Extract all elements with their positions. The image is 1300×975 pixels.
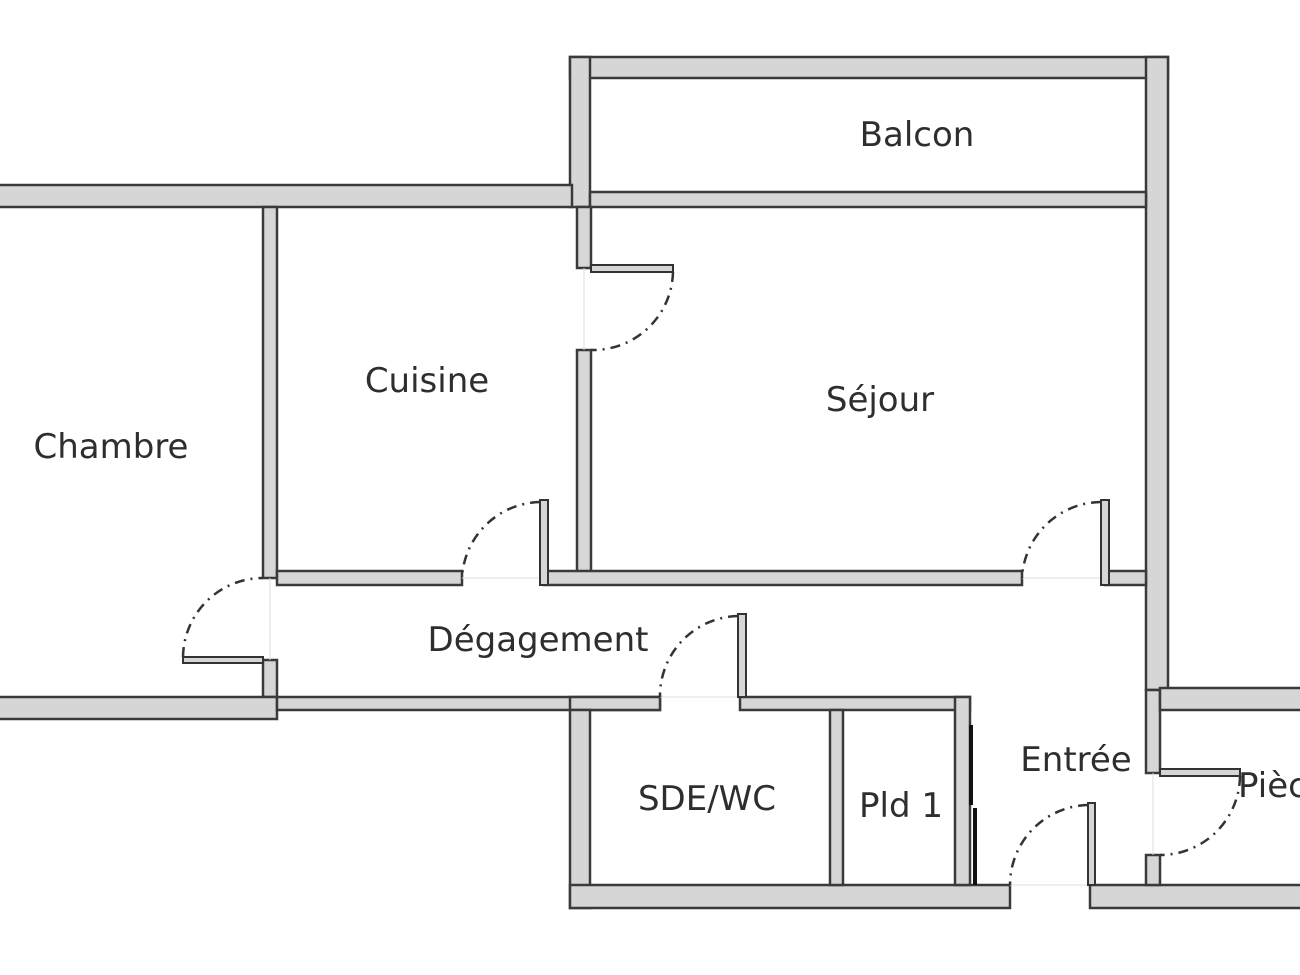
- wall: [1144, 853, 1162, 887]
- wall: [542, 569, 1024, 587]
- door-cuisine: [460, 499, 549, 586]
- wall: [261, 205, 279, 580]
- wall: [568, 55, 1170, 80]
- wall: [1144, 55, 1170, 692]
- wall: [0, 695, 279, 721]
- door-cuisine-sejour: [590, 264, 675, 352]
- wall: [953, 695, 972, 887]
- wall: [1088, 883, 1300, 910]
- room-labels: Balcon Cuisine Séjour Chambre Dégagement…: [34, 115, 1300, 826]
- room-label-chambre: Chambre: [34, 427, 189, 467]
- openings: [269, 268, 1154, 886]
- wall: [1158, 686, 1300, 712]
- wall: [828, 708, 845, 887]
- door-sejour: [1020, 499, 1110, 586]
- walls: [0, 55, 1300, 910]
- wall: [1103, 569, 1148, 587]
- door-entree: [1008, 802, 1096, 886]
- room-label-piece: Pièce: [1238, 766, 1300, 806]
- wall: [575, 205, 593, 270]
- wall: [568, 708, 592, 910]
- room-label-pld1: Pld 1: [859, 786, 943, 826]
- door-chambre: [181, 576, 264, 664]
- door-sde-wc: [658, 613, 747, 698]
- wall: [1144, 688, 1162, 775]
- wall: [275, 569, 464, 587]
- room-label-sejour: Séjour: [826, 380, 934, 420]
- room-label-entree: Entrée: [1020, 740, 1131, 780]
- room-label-sde-wc: SDE/WC: [638, 779, 776, 819]
- room-label-balcon: Balcon: [860, 115, 975, 155]
- wall: [588, 190, 1148, 209]
- wall: [738, 695, 972, 712]
- wall: [261, 658, 279, 699]
- wall: [575, 348, 593, 574]
- room-label-degagement: Dégagement: [428, 620, 649, 660]
- wall: [568, 883, 1012, 910]
- wall: [0, 183, 574, 209]
- wall: [568, 695, 662, 712]
- doors: [181, 264, 1242, 886]
- room-label-cuisine: Cuisine: [365, 361, 489, 401]
- door-piece: [1159, 768, 1242, 857]
